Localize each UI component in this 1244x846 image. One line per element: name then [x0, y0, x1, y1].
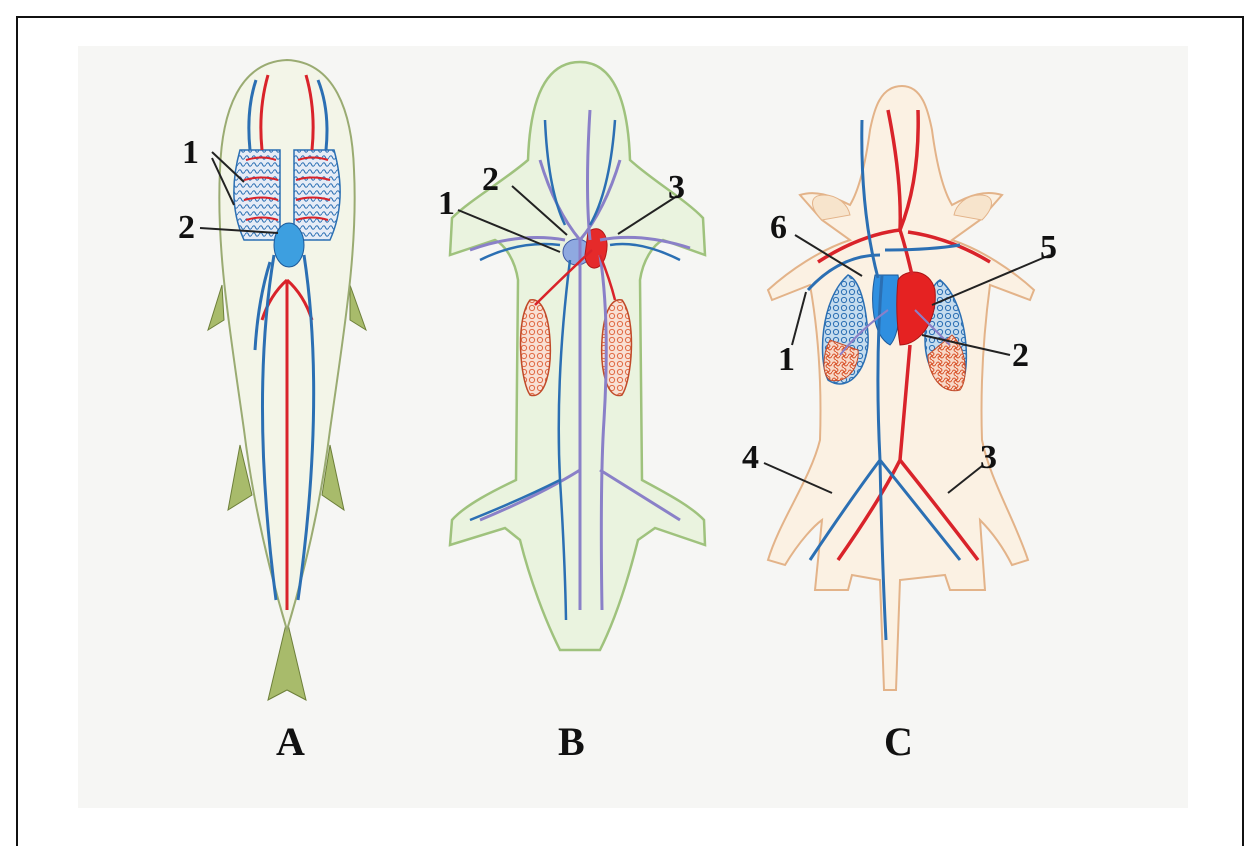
fish-pectoral-fin-right — [350, 285, 366, 330]
amphibian-body — [450, 62, 705, 650]
label-amphibian-1: 1 — [438, 185, 455, 222]
caption-b: B — [558, 719, 585, 764]
fish-pectoral-fin-left — [208, 285, 224, 330]
label-mammal-1: 1 — [778, 341, 795, 378]
fish-gills-right — [294, 150, 340, 240]
fish-gills-left — [234, 150, 280, 240]
label-mammal-3: 3 — [980, 439, 997, 476]
amphibian-diagram — [450, 62, 705, 650]
label-mammal-5: 5 — [1040, 229, 1057, 266]
label-mammal-4: 4 — [742, 439, 759, 476]
mammal-ear-left — [813, 195, 851, 220]
label-fish-2: 2 — [178, 209, 195, 246]
label-amphibian-2: 2 — [482, 161, 499, 198]
mammal-diagram — [768, 86, 1034, 690]
mammal-ear-right — [954, 195, 992, 220]
amphibian-lung-left — [521, 300, 551, 396]
caption-c: C — [884, 719, 913, 764]
fish-diagram — [208, 60, 366, 700]
mammal-body — [768, 86, 1034, 690]
label-fish-1: 1 — [182, 134, 199, 171]
labels-fish: 1 2 — [178, 134, 199, 246]
caption-a: A — [276, 719, 305, 764]
label-amphibian-3: 3 — [668, 169, 685, 206]
label-mammal-6: 6 — [770, 209, 787, 246]
fish-heart — [274, 223, 304, 267]
label-mammal-2: 2 — [1012, 337, 1029, 374]
